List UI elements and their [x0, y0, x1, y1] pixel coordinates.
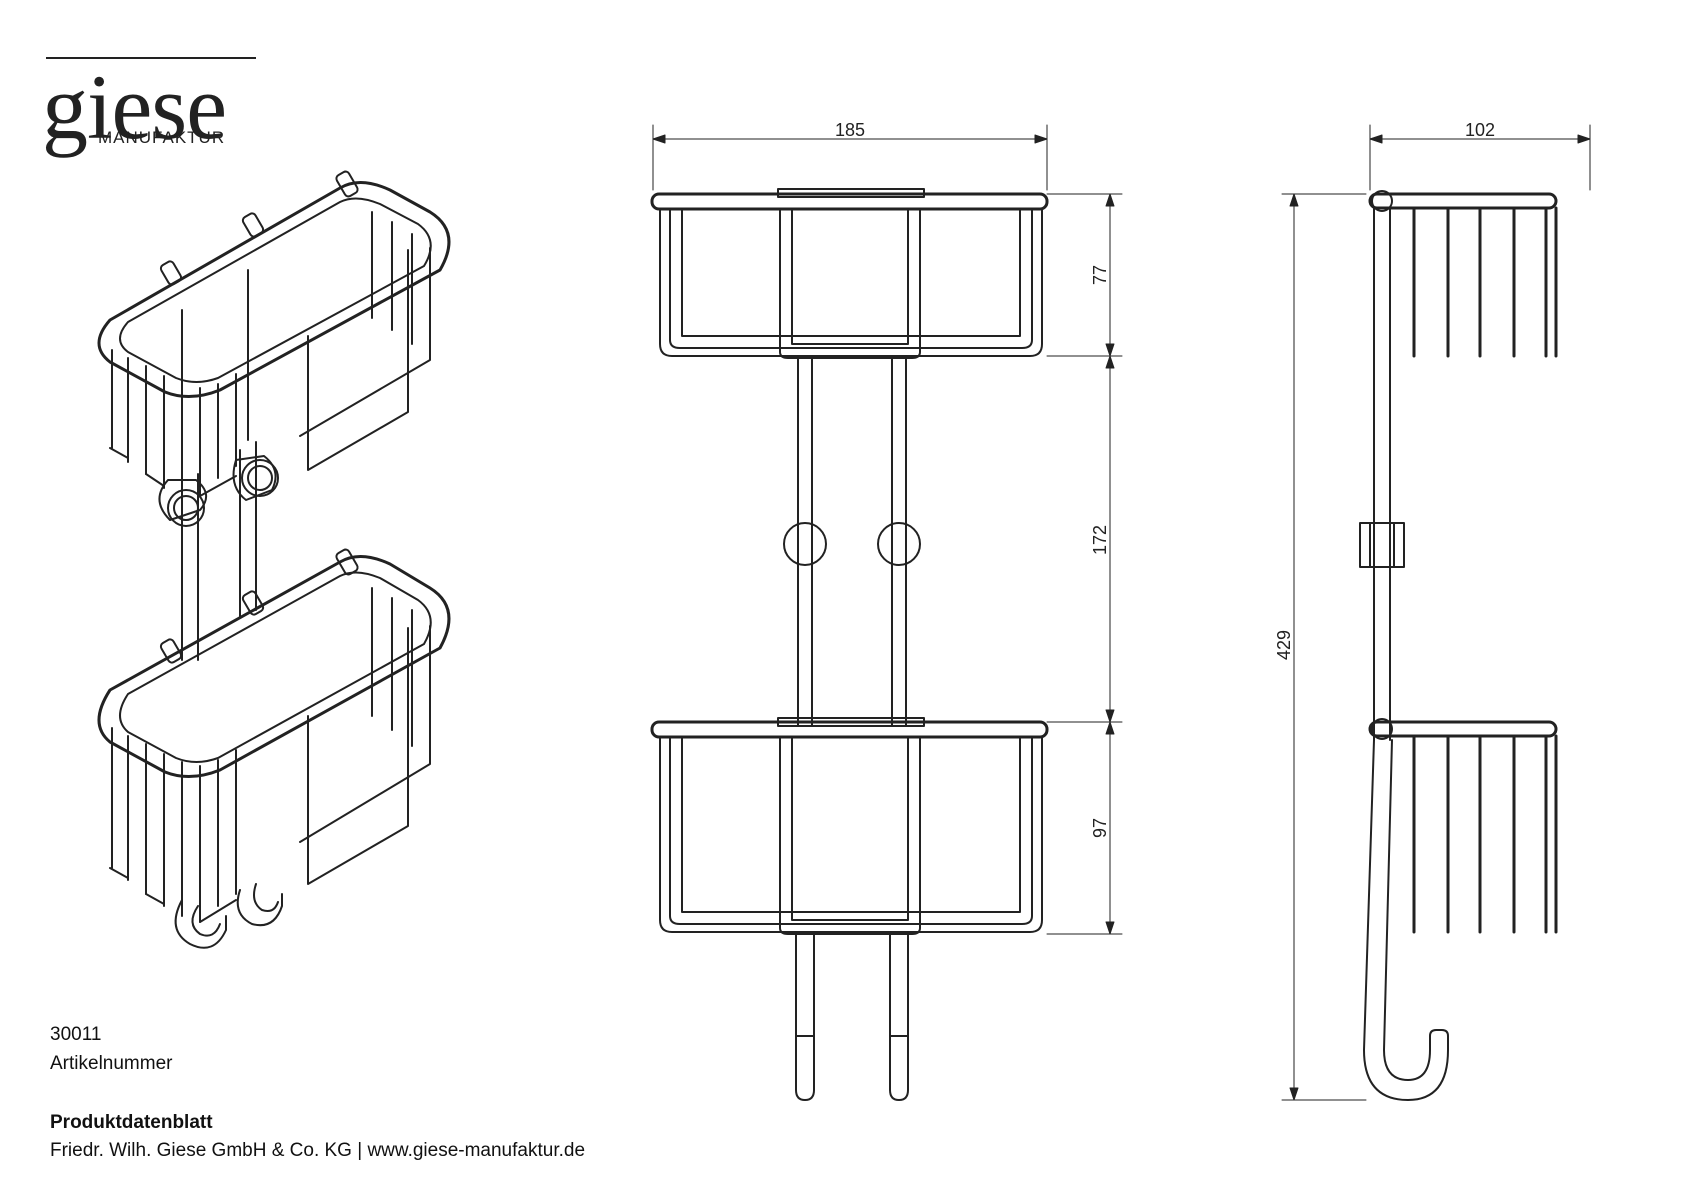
datasheet-title: Produktdatenblatt	[50, 1112, 213, 1133]
dim-side-depth: 102	[1465, 120, 1495, 140]
logo-subtitle: MANUFAKTUR	[98, 128, 226, 147]
dim-gap-height: 172	[1090, 525, 1110, 555]
side-view	[1359, 190, 1558, 1101]
dim-front-width: 185	[835, 120, 865, 140]
iso-bottom-basket	[97, 548, 451, 923]
logo-rule	[46, 57, 256, 59]
front-dimensions	[652, 124, 1123, 935]
iso-hanger	[158, 441, 279, 661]
side-dimensions	[1281, 124, 1591, 1101]
isometric-view	[97, 170, 451, 949]
iso-top-basket	[97, 170, 451, 497]
brand-logo: giese MANUFAKTUR	[40, 52, 260, 162]
dim-top-basket-height: 77	[1090, 265, 1110, 285]
front-view	[650, 188, 1049, 1101]
dim-bottom-basket-height: 97	[1090, 818, 1110, 838]
company-line: Friedr. Wilh. Giese GmbH & Co. KG | www.…	[50, 1140, 586, 1161]
iso-hooks	[174, 883, 283, 949]
logo-wordmark: giese	[42, 56, 227, 158]
article-number: 30011	[50, 1024, 102, 1045]
dim-total-height: 429	[1274, 630, 1294, 660]
article-number-label: Artikelnummer	[50, 1053, 173, 1074]
